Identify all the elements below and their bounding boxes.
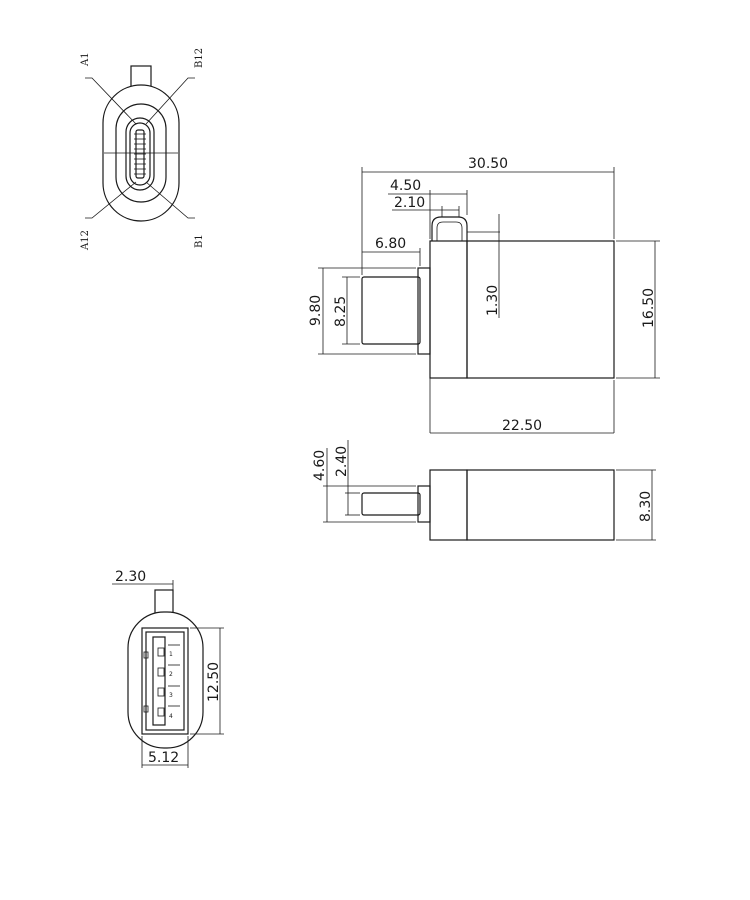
- type-c-end-view: A1 B12 A12 B1: [80, 48, 205, 251]
- pin-label-b12: B12: [194, 48, 205, 68]
- side-collar: [429, 240, 468, 379]
- usb-a-tongue: [152, 636, 166, 726]
- dim-usb-a-width: 5.12: [148, 750, 179, 766]
- dim-plug-inner: 2.40: [334, 446, 350, 477]
- pin-label-a1: A1: [80, 52, 91, 67]
- usb-a-contacts: [143, 644, 180, 717]
- dim-usb-a-height: 12.50: [206, 662, 222, 702]
- usb-a-receptacle: [141, 627, 189, 735]
- top-plug: [361, 492, 421, 516]
- dim-tab-width: 2.10: [394, 195, 425, 211]
- top-view: 22.50 4.60 2.40 8.30: [312, 380, 656, 541]
- dim-body-width: 8.30: [638, 491, 654, 522]
- dim-offset-4-50: 4.50: [390, 178, 421, 194]
- pin-label-b1: B1: [194, 234, 205, 248]
- usb-a-pin-1: 1: [169, 651, 173, 658]
- dim-height-inner: 8.25: [333, 296, 349, 327]
- dim-plug-length: 6.80: [375, 236, 406, 252]
- dim-body-length: 22.50: [502, 418, 542, 434]
- side-view: 30.50 4.50 2.10 6.80 9.80 8.25 1.30 16.5: [308, 156, 660, 433]
- leader-a12: [85, 181, 137, 219]
- usb-a-pin-2: 2: [169, 671, 173, 678]
- usb-a-receptacle-inner: [145, 631, 185, 731]
- dim-usb-a-tab: 2.30: [115, 569, 146, 585]
- top-collar: [429, 469, 468, 541]
- pin-label-a12: A12: [80, 230, 91, 251]
- side-plug: [361, 276, 421, 345]
- leader-a1: [85, 77, 137, 125]
- dim-plug-width: 4.60: [312, 450, 328, 481]
- leader-b12: [145, 77, 195, 125]
- dim-tab-height: 1.30: [485, 285, 501, 316]
- side-body: [466, 240, 615, 379]
- dim-overall-length: 30.50: [468, 156, 508, 172]
- usb-a-pin-3: 3: [169, 692, 173, 699]
- type-c-receptacle: [125, 117, 155, 191]
- leader-b1: [145, 181, 195, 219]
- usb-a-pin-4: 4: [169, 713, 173, 720]
- type-c-contacts: [134, 133, 146, 175]
- side-top-tab: [431, 216, 468, 241]
- type-c-receptacle-inner: [129, 122, 151, 186]
- top-body: [466, 469, 615, 541]
- dim-body-height: 16.50: [641, 288, 657, 328]
- dim-height-outer: 9.80: [308, 295, 324, 326]
- usb-a-end-view: 1 2 3 4 2.30 12.50 5.12: [112, 569, 224, 768]
